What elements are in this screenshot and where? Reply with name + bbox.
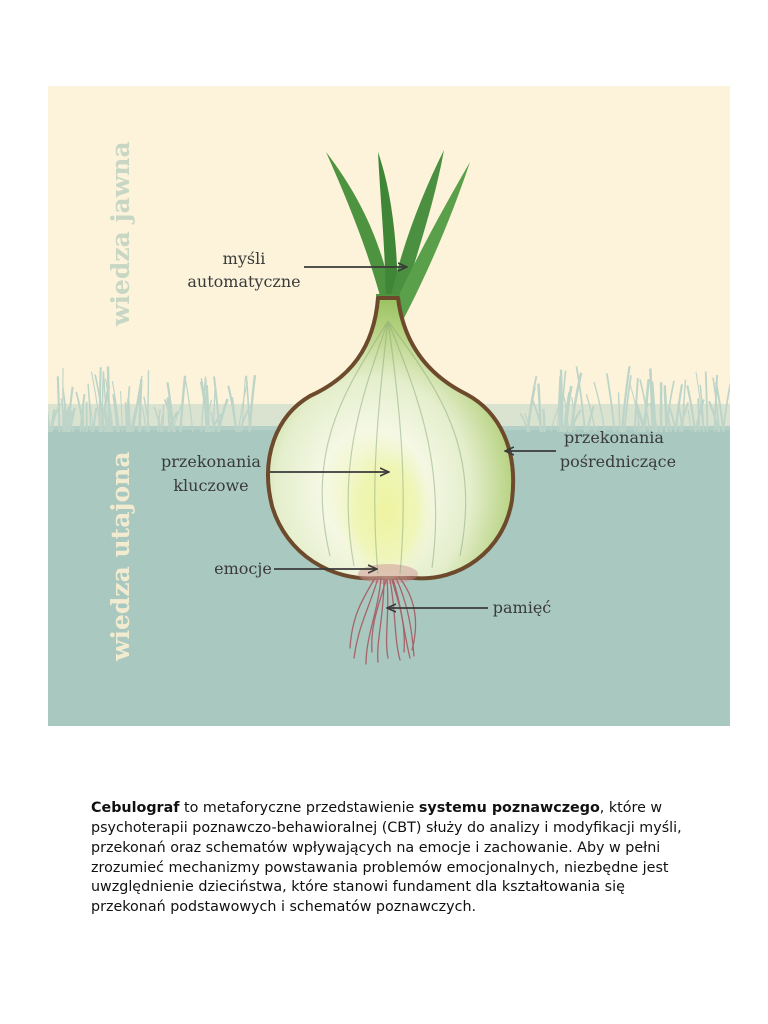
label-automatic-thoughts-line1: myśli [223, 249, 266, 268]
label-intermediate-beliefs-line2: pośredniczące [560, 452, 676, 471]
label-intermediate-beliefs-line1: przekonania [564, 428, 664, 447]
label-core-beliefs-line1: przekonania [161, 452, 261, 471]
caption-term: Cebulograf [91, 800, 180, 817]
label-core-beliefs-line2: kluczowe [173, 476, 248, 495]
caption: Cebulograf to metaforyczne przedstawieni… [91, 799, 691, 918]
caption-text-part1: to metaforyczne przedstawienie [179, 800, 419, 817]
onion-core [334, 434, 438, 590]
onion-base-tint [358, 564, 418, 584]
label-memory: pamięć [493, 598, 552, 617]
side-label-implicit-knowledge: wiedza utajona [106, 451, 135, 662]
caption-text-part2: , które w psychoterapii poznawczo-behawi… [91, 800, 682, 916]
onion-layers [321, 320, 467, 575]
side-label-explicit-knowledge: wiedza jawna [106, 141, 135, 327]
label-emotions: emocje [214, 559, 272, 578]
caption-highlight: systemu poznawczego [418, 800, 600, 817]
label-automatic-thoughts-line2: automatyczne [187, 272, 300, 291]
onion-diagram: wiedza jawna wiedza utajona [48, 86, 730, 726]
onion-roots [349, 576, 417, 665]
onion-leaves [326, 150, 470, 318]
